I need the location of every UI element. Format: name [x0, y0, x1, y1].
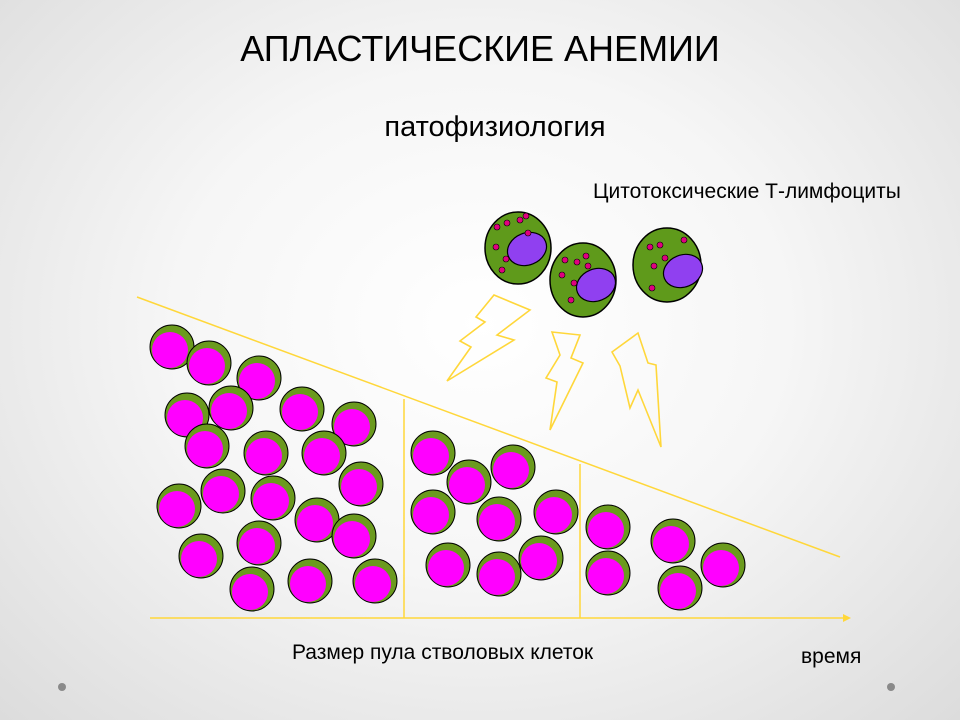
stem-cell: [243, 430, 289, 476]
lymphocyte-group: [484, 211, 704, 318]
stem-cell: [410, 489, 456, 535]
stem-cell: [425, 542, 471, 588]
stem-cell: [657, 565, 703, 611]
stem-cell: [279, 386, 325, 432]
time-axis-arrow-icon: [843, 614, 851, 622]
stem-cell: [250, 475, 296, 521]
stem-cell: [352, 558, 398, 604]
stem-cell: [700, 542, 746, 588]
stem-cell: [186, 340, 232, 386]
stem-cell: [236, 520, 282, 566]
cytotoxic-lymphocyte: [484, 211, 552, 285]
stem-cell-pool-label: Размер пула стволовых клеток: [292, 641, 594, 664]
stem-cell: [184, 423, 230, 469]
stem-cell: [490, 444, 536, 490]
stem-cell: [301, 430, 347, 476]
stem-cell: [294, 497, 340, 543]
stem-cell: [287, 558, 333, 604]
slide-subtitle: патофизиология: [384, 111, 606, 143]
cytotoxic-lymphocyte: [632, 227, 704, 303]
decline-line: [136, 296, 841, 558]
stem-cell: [229, 566, 275, 612]
lightning-bolt-icon: [610, 331, 662, 448]
stem-cell: [149, 324, 195, 370]
stem-cell: [156, 483, 202, 529]
stem-cell: [476, 551, 522, 597]
stem-cell: [585, 550, 631, 596]
stem-cell: [208, 385, 254, 431]
stem-cell: [338, 461, 384, 507]
lightning-bolt-icon: [544, 331, 585, 431]
stem-cell: [446, 459, 492, 505]
lightning-bolt-icon: [446, 294, 532, 382]
stem-cell: [236, 355, 282, 401]
lightning-group: [446, 294, 662, 448]
stem-cell: [410, 430, 456, 476]
stem-cell: [585, 504, 631, 550]
stem-cell: [518, 535, 564, 581]
stem-cell: [650, 518, 696, 564]
stem-cell: [533, 489, 579, 535]
stem-cell: [476, 496, 522, 542]
stem-cell: [178, 533, 224, 579]
nav-dot-left[interactable]: [58, 683, 66, 691]
time-axis-label: время: [801, 645, 862, 668]
stem-cell: [331, 513, 377, 559]
lymphocytes-label: Цитотоксические Т-лимфоциты: [593, 180, 901, 203]
stem-cell: [200, 468, 246, 514]
nav-dot-right[interactable]: [887, 683, 895, 691]
slide-title: АПЛАСТИЧЕСКИЕ АНЕМИИ: [240, 28, 720, 69]
stem-cell: [331, 401, 377, 447]
stem-cell-pool: [149, 324, 746, 612]
cytotoxic-lymphocyte: [549, 242, 617, 318]
